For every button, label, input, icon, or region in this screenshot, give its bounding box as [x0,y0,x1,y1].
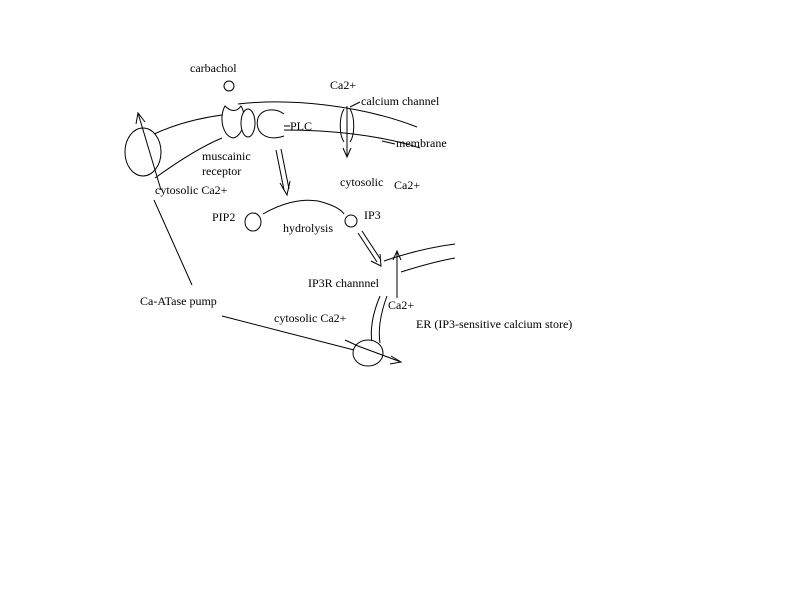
ip3-label: IP3 [364,208,381,222]
membrane-lower-left [154,137,223,179]
calcium-channel [339,101,361,159]
receptor-right-lobe [240,108,256,138]
er-uptake-arrowhead [389,355,403,365]
ip3-molecule [344,214,358,228]
cytosolic-ca-left-label: cytosolic Ca2+ [155,183,228,197]
er-store-label: ER (IP3-sensitive calcium store) [416,317,572,331]
membrane-lower-right [283,129,421,149]
er-upper-line-2 [400,257,456,273]
plasma-membrane [151,101,421,179]
ip3-arrow-head [370,253,382,267]
cytosolic-ca-right-label: cytosolic [340,175,383,189]
plc-arrow-line-a [275,149,285,191]
ca2-extracellular-label: Ca2+ [330,78,356,92]
cytosolic-ca-right-ion-label: Ca2+ [394,178,420,192]
calcium-channel-right-wall [349,108,355,143]
er-pump-oval [352,339,384,367]
pm-pump-oval [124,127,162,177]
pip2-label: PIP2 [212,210,235,224]
calcium-influx-arrowhead [342,147,352,159]
membrane-label: membrane [396,136,447,150]
er-uptake-arrow [357,345,402,363]
plc-label: PLC [290,119,312,133]
er-membrane [370,243,456,344]
ca2-er-label: Ca2+ [388,298,414,312]
plc-arrow-line-b [280,148,290,190]
ip3-arrow-line-a [357,232,378,263]
er-channel-left-wall [370,295,381,344]
ip3-to-receptor-arrow [357,230,382,267]
hydrolysis-curve [262,199,345,215]
calcium-channel-left-wall [339,108,345,143]
plc-enzyme [256,109,285,139]
hydrolysis-label: hydrolysis [283,221,333,235]
plc-to-pip2-arrow [275,148,291,197]
muscarinic-receptor-label-line2: receptor [202,164,241,178]
calcium-channel-label: calcium channel [361,94,440,108]
muscarinic-receptor-label-line1: muscainic [202,149,251,163]
pump-leader-down [221,315,355,351]
er-upper-line-1 [383,243,456,262]
carbachol-label: carbachol [190,61,237,75]
pm-efflux-arrowhead [135,111,146,125]
er-cytosolic-leader [344,339,359,347]
membrane-upper-left [151,114,223,136]
er-channel-right-wall [378,295,388,344]
ca-atpase-pump-label: Ca-ATase pump [140,294,217,308]
ip3-arrow-line-b [361,230,382,261]
membrane-leader [381,140,396,145]
cytosolic-ca-bottom-label: cytosolic Ca2+ [274,311,347,325]
plasma-membrane-pump [124,111,162,191]
pip2-molecule [244,212,262,232]
plc-arrow-head [279,180,291,197]
membrane-upper-right [237,101,418,128]
ip3r-channel-label: IP3R channnel [308,276,380,290]
carbachol-ligand [223,80,235,92]
pm-efflux-arrow [137,112,162,191]
pump-leader-up [153,199,193,286]
calcium-channel-leader [349,101,361,108]
muscarinic-receptor [221,105,256,139]
er-release-arrowhead [392,249,402,261]
